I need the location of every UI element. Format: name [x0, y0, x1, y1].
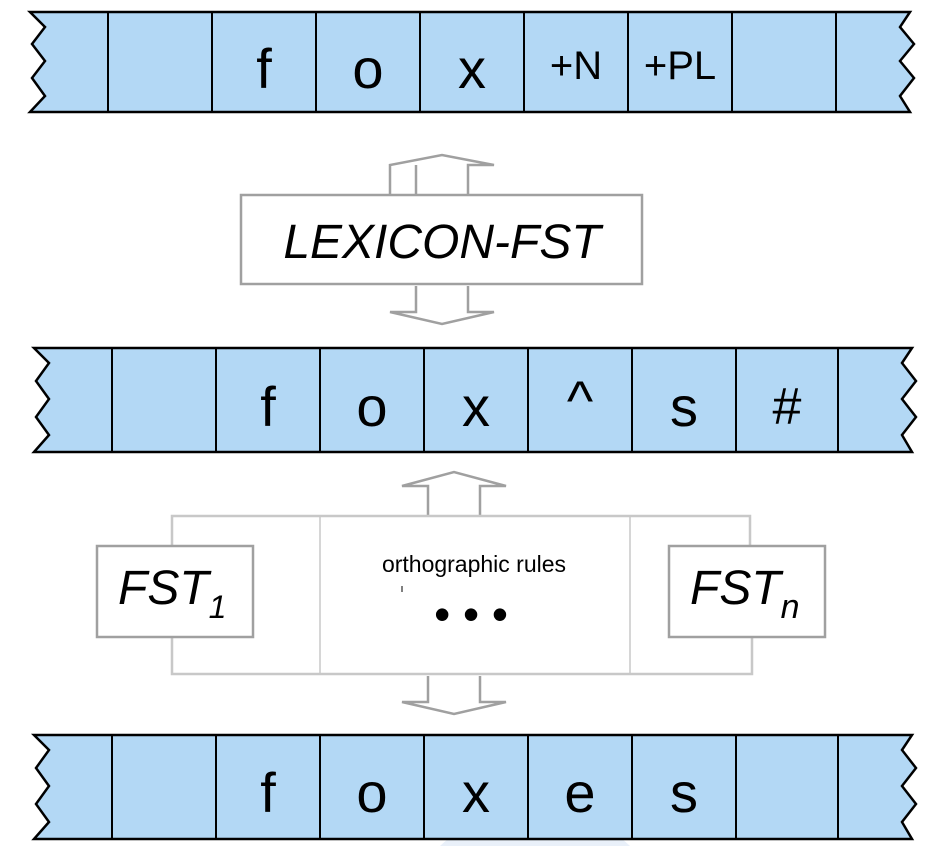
rules-caption: orthographic rules	[382, 551, 566, 577]
surface-tape: f o x e s	[30, 733, 918, 841]
rules-ellipsis: • • •	[434, 588, 508, 640]
lexicon-fst-label: LEXICON-FST	[283, 216, 604, 269]
tape-cell-symbol: x	[462, 761, 490, 824]
tape-body	[30, 346, 918, 454]
tape-cell-symbol: x	[458, 37, 486, 100]
tape-cell-symbol: x	[462, 375, 490, 438]
bracket-top	[170, 514, 752, 546]
fst-1-subscript: 1	[209, 589, 227, 625]
lexical-tape: f o x +N +PL	[26, 10, 916, 114]
tape-cell-symbol: ^	[567, 369, 593, 432]
tape-cell-symbol: f	[256, 37, 272, 100]
fst-n-base: FST	[690, 562, 784, 615]
rules-arrow	[401, 470, 507, 716]
tape-cell-symbol: o	[356, 375, 387, 438]
fst-n-label: FSTn	[690, 562, 800, 626]
tape-cell-symbol: #	[773, 378, 802, 436]
tape-cell-symbol: s	[670, 761, 698, 824]
tape-cell-symbol: f	[260, 761, 276, 824]
tape-cell-symbol: s	[670, 375, 698, 438]
tape-cell-symbol: o	[356, 761, 387, 824]
fst-1-frame	[95, 544, 255, 639]
tape-cell-symbol: +N	[550, 44, 602, 88]
up-arrow-head	[388, 153, 495, 195]
intermediate-tape: f o x ^ s #	[30, 346, 918, 454]
bracket-bottom	[170, 638, 754, 676]
fst-n-subscript: n	[781, 588, 800, 626]
fst-1-label: FST1	[118, 562, 226, 625]
tape-cell-symbol: e	[564, 761, 595, 824]
tape-body	[30, 733, 918, 841]
lexicon-fst-frame	[239, 193, 644, 286]
up-arrow-head	[401, 470, 507, 516]
tape-cell-symbol: +PL	[644, 44, 716, 88]
lexicon-arrow	[388, 153, 495, 326]
rules-bracket	[170, 514, 754, 676]
fst-n-frame	[667, 544, 827, 639]
fst-1-box: FST1	[95, 544, 255, 639]
tape-body	[26, 10, 916, 114]
fst-1-base: FST	[118, 562, 212, 615]
lexicon-fst-box: LEXICON-FST	[239, 193, 644, 286]
tape-cell-symbol: o	[352, 37, 383, 100]
fst-n-box: FSTn	[667, 544, 827, 639]
tape-cell-symbol: f	[260, 375, 276, 438]
down-arrow-tail	[401, 676, 507, 716]
down-arrow-tail	[389, 286, 495, 326]
